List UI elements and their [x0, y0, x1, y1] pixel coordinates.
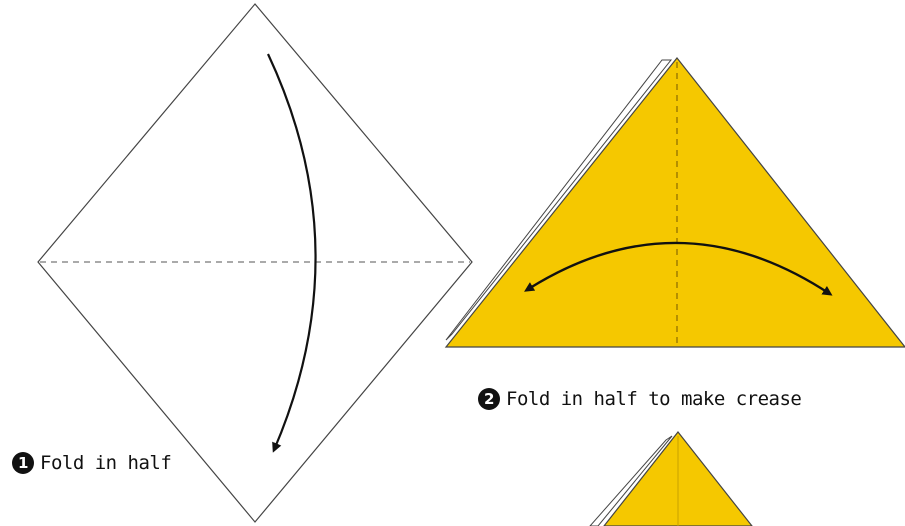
yellow-triangle — [444, 57, 905, 348]
paper-square — [37, 3, 473, 523]
step1-caption: 1 Fold in half — [12, 452, 172, 474]
step2-figure — [444, 57, 905, 348]
back-layer-edge-small — [589, 435, 673, 526]
back-layer-edge — [445, 59, 673, 341]
step3-figure — [589, 431, 753, 526]
step-caption-text: Fold in half — [40, 452, 172, 474]
step-caption-text: Fold in half to make crease — [506, 388, 802, 410]
step-number-badge: 1 — [12, 452, 34, 474]
fold-down-arrow — [267, 53, 317, 453]
step-number-badge: 2 — [478, 388, 500, 410]
step2-caption: 2 Fold in half to make crease — [478, 388, 802, 410]
crease-arc-arrow — [524, 241, 833, 296]
step1-figure — [37, 3, 473, 523]
